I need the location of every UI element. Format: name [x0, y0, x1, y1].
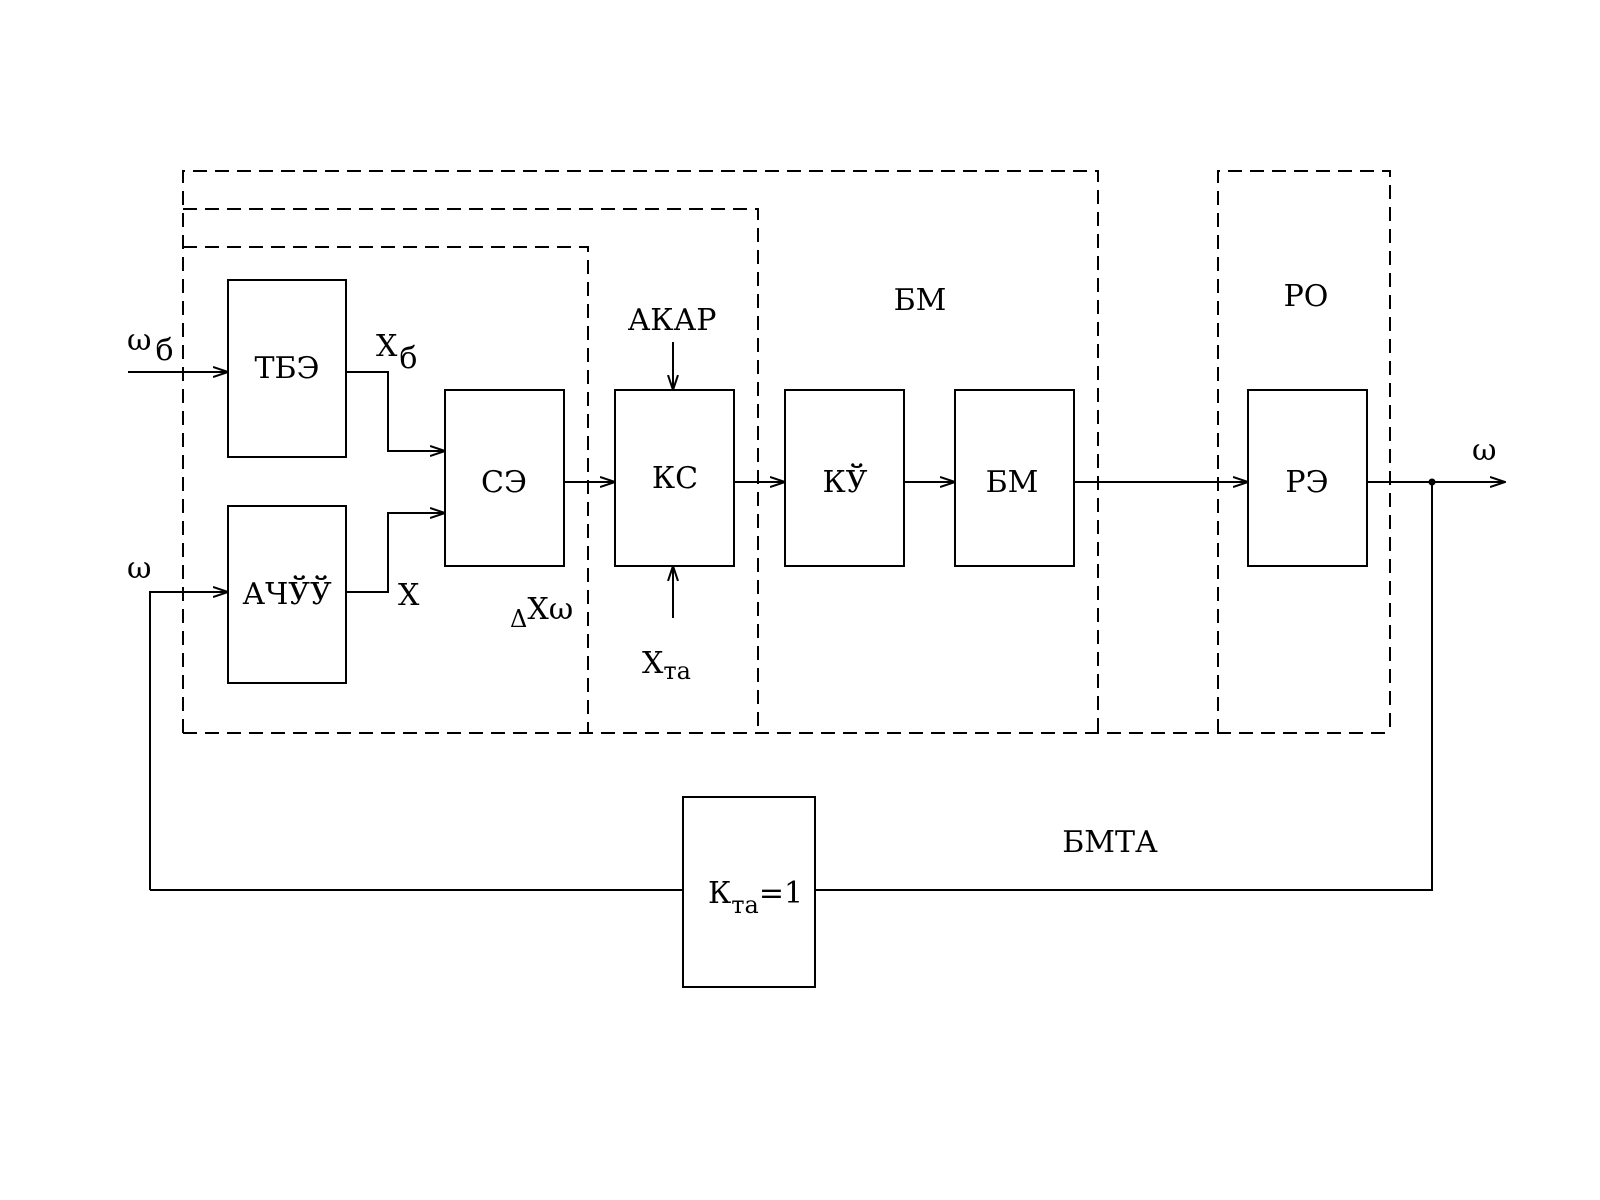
ks-label: КС — [652, 461, 698, 496]
achuu-to-se-arrow — [346, 513, 445, 593]
omega-input-signal-label: ω — [127, 551, 151, 586]
feedback-to-achuu-arrow — [149, 592, 228, 890]
ro-dashed-boundary — [1217, 170, 1391, 733]
mid-dashed-boundary — [183, 208, 759, 733]
tbe-label: ТБЭ — [254, 351, 319, 386]
omega-output-signal-label: ω — [1472, 433, 1496, 468]
delta-x-omega-signal-label: ΔХω — [510, 592, 573, 633]
bm-block-label: БМ — [986, 465, 1039, 500]
re-label: РЭ — [1285, 465, 1328, 500]
ku-block — [784, 389, 905, 567]
bmta-group-label: БМТА — [1062, 825, 1158, 860]
tbe-to-se-arrow — [346, 371, 445, 451]
x-signal-label: Х — [398, 578, 420, 613]
outer-dashed-boundary — [182, 170, 1099, 733]
kta-block — [682, 796, 816, 988]
se-label: СЭ — [481, 465, 527, 500]
achuu-label: АЧЎЎ — [242, 575, 332, 612]
x-ta-signal-label: Хта — [642, 646, 691, 685]
tbe-block — [227, 279, 347, 458]
ku-label: КЎ — [823, 463, 868, 500]
kta-label: Кта=1 — [708, 876, 803, 919]
akar-signal-label: АКАР — [628, 303, 717, 338]
achuu-block — [227, 505, 347, 684]
re-block — [1247, 389, 1368, 567]
feedback-line-right — [815, 482, 1433, 891]
x-b-signal-label: Хб — [376, 329, 417, 376]
inner-dashed-boundary — [183, 246, 589, 733]
se-block — [444, 389, 565, 567]
ro-group-label: РО — [1284, 279, 1329, 314]
bm-group-label: БМ — [894, 283, 947, 318]
bm-block — [954, 389, 1075, 567]
